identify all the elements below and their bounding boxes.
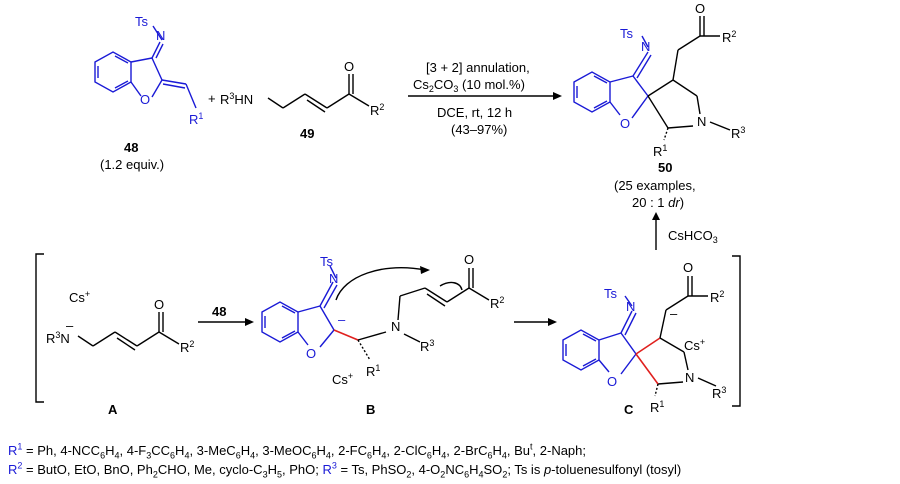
footer-line-2: R2 = ButO, EtO, BnO, Ph2CHO, Me, cyclo-C… — [8, 461, 682, 480]
condition-line-3: DCE, rt, 12 h — [437, 105, 512, 120]
product-ring-o: O — [620, 116, 630, 131]
c-ring-o: O — [607, 374, 617, 389]
product-50-note-1: (25 examples, — [614, 178, 696, 193]
product-r2: R2 — [722, 29, 736, 45]
a-ketone-o: O — [154, 297, 164, 312]
c-cs-label: Cs+ — [684, 337, 705, 353]
intermediate-b-label: B — [366, 402, 375, 417]
r3hn-label: R3HN — [220, 91, 253, 107]
b-ring-o: O — [306, 346, 316, 361]
b-r3: R3 — [420, 338, 434, 354]
c-r1: R1 — [650, 399, 664, 415]
product-50-structure: N Ts O O R2 N R3 R1 — [573, 1, 745, 159]
b-r1: R1 — [366, 363, 380, 379]
c-ketone-o: O — [683, 260, 693, 275]
intermediate-b-structure: N Ts O – N R3 O R2 R1 Cs+ — [261, 252, 504, 387]
b-ketone-o: O — [464, 252, 474, 267]
b-amine-n: N — [391, 319, 400, 334]
plus-sign: + — [208, 91, 216, 106]
b-carbanion-minus: – — [338, 312, 346, 327]
compound-49-label: 49 — [300, 126, 314, 141]
ring-o-label: O — [140, 92, 150, 107]
compound-49-structure: R3HN O R2 — [220, 59, 384, 118]
c-n: N — [685, 370, 694, 385]
product-ketone-o: O — [695, 1, 705, 16]
b-imine-n: N — [329, 271, 338, 286]
arrow-a-to-b-head — [245, 318, 254, 326]
c-r3: R3 — [712, 385, 726, 401]
a-r3n-label: R3N — [46, 330, 70, 346]
product-50-note-2: 20 : 1 dr) — [632, 195, 684, 210]
intermediate-c-structure: N Ts O O – R2 Cs+ N R3 R1 — [562, 260, 726, 415]
a-cs-label: Cs+ — [69, 289, 90, 305]
b-cs-label: Cs+ — [332, 371, 353, 387]
bracket-left — [35, 253, 44, 403]
arrow-48-label: 48 — [212, 304, 226, 319]
compound-48-equiv: (1.2 equiv.) — [100, 157, 164, 172]
reaction-scheme: N Ts O R1 48 (1.2 equiv.) + R3HN O R2 49… — [35, 1, 745, 417]
condition-line-4: (43–97%) — [451, 122, 507, 137]
intermediate-a-structure: Cs+ R3N – O R2 — [46, 289, 194, 355]
product-50-label: 50 — [658, 160, 672, 175]
c-imine-n: N — [626, 299, 635, 314]
c-r2: R2 — [710, 289, 724, 305]
bracket-right — [732, 255, 741, 407]
up-arrow-head — [652, 212, 660, 220]
up-arrow-condition: CsHCO3 — [668, 228, 718, 245]
product-n: N — [697, 114, 706, 129]
imine-n-label: N — [156, 28, 165, 43]
a-r2: R2 — [180, 339, 194, 355]
intermediate-c-label: C — [624, 402, 634, 417]
compound-48-structure: N Ts O R1 — [94, 14, 203, 127]
footer-r1-definition: R1 = Ph, 4-NCC6H4, 4-F3CC6H4, 3-MeC6H4, … — [8, 442, 586, 461]
r2-label: R2 — [370, 102, 384, 118]
product-r1: R1 — [653, 143, 667, 159]
c-ts-label: Ts — [604, 286, 618, 301]
r1-label: R1 — [189, 111, 203, 127]
ketone-o-label: O — [344, 59, 354, 74]
footer-line-1: R1 = Ph, 4-NCC6H4, 4-F3CC6H4, 3-MeC6H4, … — [8, 442, 587, 461]
ts-label: Ts — [135, 14, 149, 29]
arrow-b-to-c-head — [548, 318, 557, 326]
condition-line-2: Cs2CO3 (10 mol.%) — [413, 77, 525, 94]
product-imine-n: N — [641, 39, 650, 54]
condition-line-1: [3 + 2] annulation, — [426, 60, 530, 75]
a-minus: – — [66, 318, 74, 333]
intermediate-a-label: A — [108, 402, 118, 417]
b-ts-label: Ts — [320, 254, 334, 269]
compound-48-label: 48 — [124, 140, 138, 155]
footer-r2-r3-definition: R2 = ButO, EtO, BnO, Ph2CHO, Me, cyclo-C… — [8, 461, 681, 480]
c-minus: – — [670, 306, 678, 321]
product-ts-label: Ts — [620, 26, 634, 41]
product-r3: R3 — [731, 125, 745, 141]
b-r2: R2 — [490, 295, 504, 311]
main-arrow-head — [553, 92, 562, 100]
